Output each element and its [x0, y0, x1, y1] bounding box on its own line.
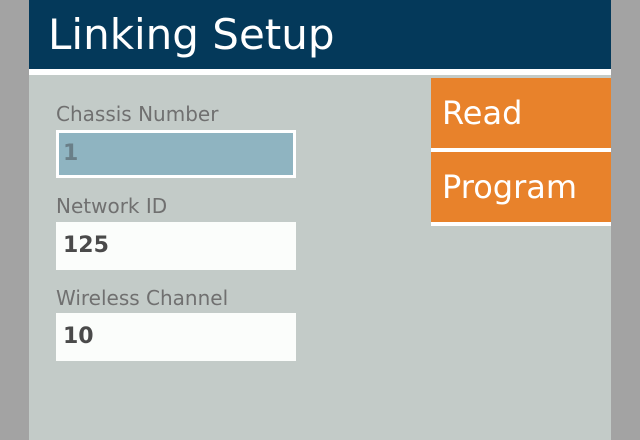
page-title: Linking Setup	[48, 10, 335, 59]
program-button[interactable]: Program	[431, 152, 611, 222]
network-id-field[interactable]: 125	[56, 222, 296, 270]
title-divider	[29, 69, 611, 75]
chassis-number-label: Chassis Number	[56, 102, 219, 126]
read-button[interactable]: Read	[431, 78, 611, 148]
chassis-number-field[interactable]: 1	[56, 130, 296, 178]
wireless-channel-field[interactable]: 10	[56, 313, 296, 361]
button-divider	[431, 148, 611, 152]
button-divider-bottom	[431, 222, 611, 226]
network-id-label: Network ID	[56, 194, 168, 218]
linking-setup-screen: Linking Setup Chassis Number 1 Network I…	[29, 0, 611, 440]
wireless-channel-label: Wireless Channel	[56, 286, 229, 310]
title-bar: Linking Setup	[29, 0, 611, 69]
